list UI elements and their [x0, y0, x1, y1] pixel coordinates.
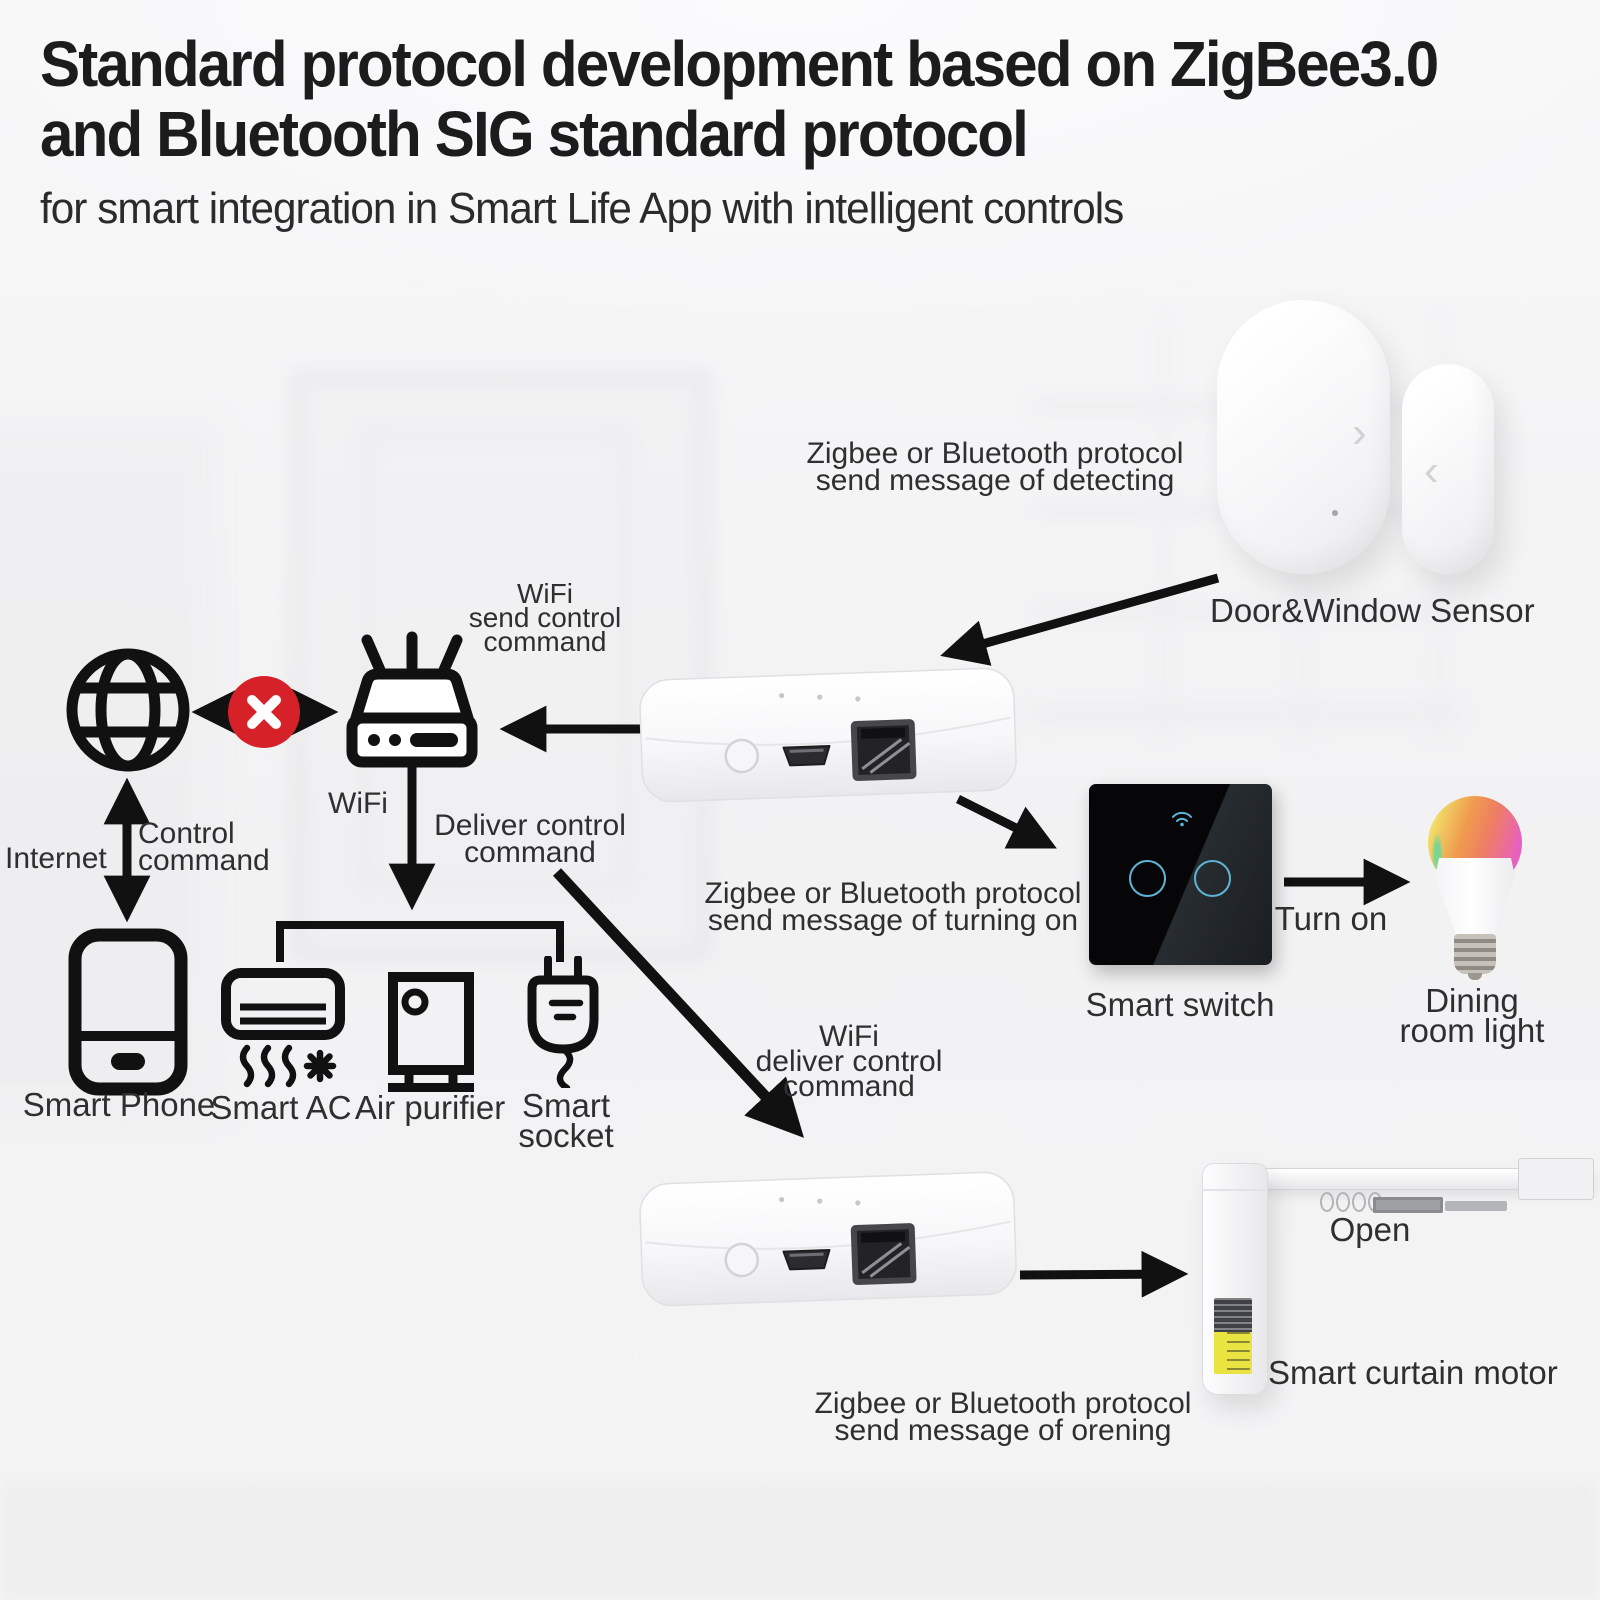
label-air-purifier: Air purifier: [354, 1089, 506, 1126]
bracket-devices: [276, 921, 564, 962]
arrow-gateway2-to-motor: [1019, 1250, 1189, 1298]
arrow-sensor-to-gateway: [940, 573, 1220, 666]
curtain-rail-endcap: [1518, 1158, 1594, 1200]
label-smart-socket: Smart socket: [518, 1087, 614, 1154]
gateway-device: [633, 658, 1023, 808]
wifi-router-icon: [346, 631, 478, 768]
motor-spec-label: [1214, 1298, 1252, 1332]
bulb-tip: [1468, 973, 1482, 980]
label-wifi-deliver: WiFi deliver control command: [755, 1020, 943, 1103]
title-line-1: Standard protocol development based on Z…: [40, 28, 1439, 100]
curtain-bracket: [1373, 1197, 1443, 1213]
wifi-icon: [1172, 811, 1192, 827]
label-curtain-motor: Smart curtain motor: [1268, 1354, 1558, 1391]
switch-touch-button-1: [1129, 860, 1166, 897]
label-detecting: Zigbee or Bluetooth protocol send messag…: [806, 437, 1184, 497]
label-turning-on: Zigbee or Bluetooth protocol send messag…: [704, 877, 1082, 937]
label-turn-on: Turn on: [1274, 900, 1388, 937]
gateway-device-2: [633, 1162, 1023, 1312]
label-wifi-send: WiFi send control command: [468, 578, 622, 657]
switch-touch-button-2: [1194, 860, 1231, 897]
label-dining-room-light: Dining room light: [1399, 982, 1545, 1049]
label-smart-switch: Smart switch: [1085, 986, 1275, 1023]
label-smart-ac: Smart AC: [210, 1089, 352, 1126]
motor-warning-label: [1214, 1332, 1252, 1374]
smart-curtain-motor: [1170, 1140, 1600, 1410]
smart-switch-panel: [1089, 784, 1272, 965]
label-deliver: Deliver control command: [434, 809, 626, 869]
smart-socket-icon: [527, 956, 599, 1088]
blocked-x-icon: [228, 676, 300, 748]
label-smart-phone: Smart Phone: [22, 1086, 216, 1123]
label-internet: Internet: [5, 842, 107, 875]
label-open: Open: [1329, 1211, 1411, 1248]
smart-ac-icon: [221, 968, 345, 1088]
door-window-sensor-main: [1217, 300, 1390, 574]
curtain-hook: [1320, 1192, 1334, 1212]
page-subtitle: for smart integration in Smart Life App …: [40, 183, 1124, 233]
rgb-bulb: [1426, 796, 1526, 981]
title-line-2: and Bluetooth SIG standard protocol: [40, 97, 1029, 170]
curtain-hook: [1336, 1192, 1350, 1212]
label-control: Control command: [138, 817, 270, 877]
label-orening: Zigbee or Bluetooth protocol send messag…: [814, 1387, 1192, 1447]
door-window-sensor-magnet: [1402, 364, 1494, 574]
page-title: Standard protocol development based on Z…: [40, 28, 1506, 170]
sensor-led-dot: [1332, 510, 1338, 516]
header: Standard protocol development based on Z…: [40, 28, 1600, 234]
bulb-screw-base: [1454, 934, 1496, 974]
bulb-body: [1435, 858, 1515, 936]
curtain-motor-cap: [1202, 1189, 1266, 1191]
label-door-sensor: Door&Window Sensor: [1210, 592, 1535, 629]
label-wifi: WiFi: [328, 787, 388, 820]
air-purifier-icon: [388, 972, 474, 1092]
sensor-chevron-right-icon: ›: [1352, 408, 1367, 457]
sensor-chevron-left-icon: ‹: [1424, 446, 1439, 495]
smart-phone-icon: [68, 928, 188, 1096]
curtain-hook: [1352, 1192, 1366, 1212]
curtain-bracket: [1445, 1201, 1507, 1211]
globe-icon: [66, 648, 190, 772]
